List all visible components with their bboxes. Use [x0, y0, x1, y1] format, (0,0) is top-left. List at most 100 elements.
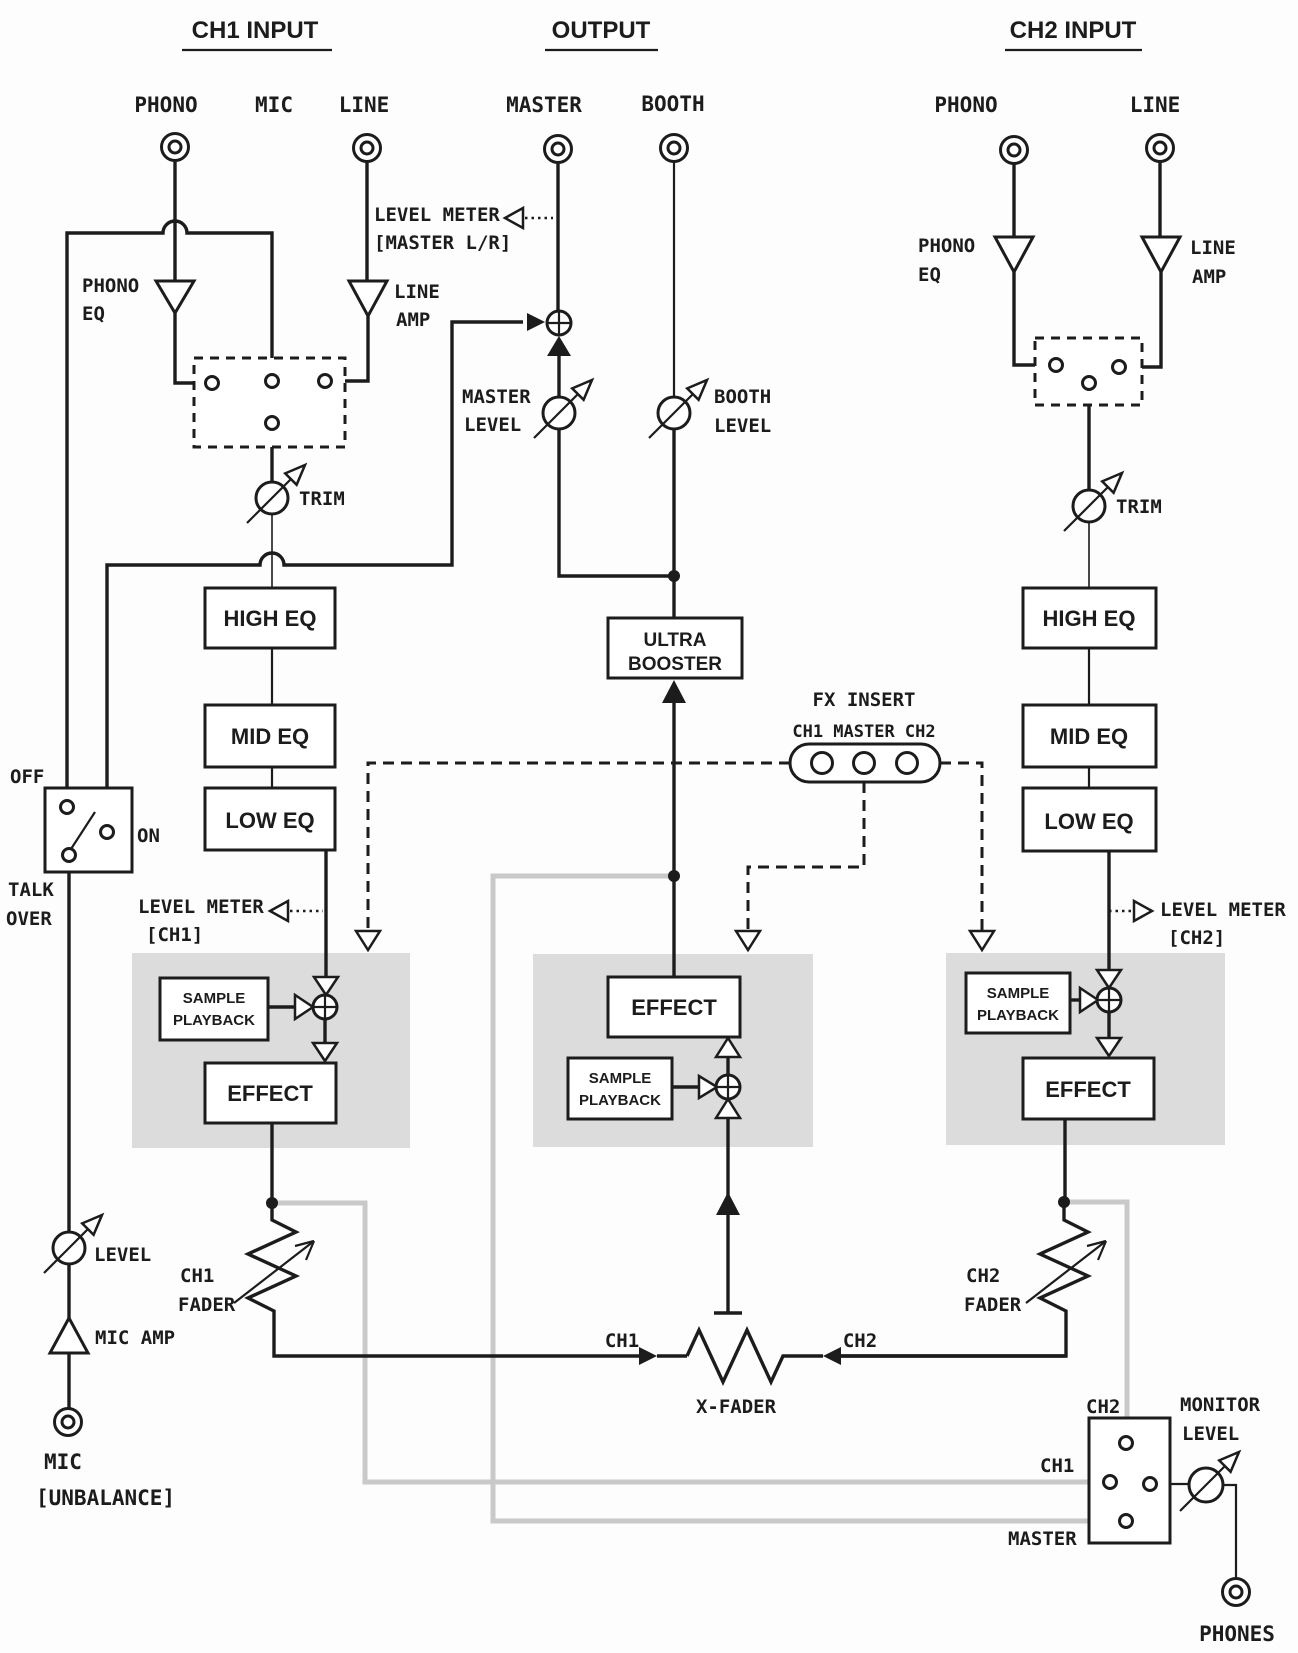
ch1-effect-text: EFFECT	[227, 1081, 313, 1106]
ch1-meter-arrowhead	[267, 898, 290, 924]
ch1-phono-eq-label-1: PHONO	[82, 275, 139, 297]
master-meter-label-1: LEVEL METER	[374, 204, 500, 226]
ch1-phono-eq-amp	[153, 279, 197, 316]
talkover-label-1: TALK	[8, 879, 54, 901]
ultra-booster-in-arrow	[662, 680, 686, 703]
signal-wires	[65, 48, 1238, 1578]
ch2-line-jack	[1145, 133, 1175, 163]
ch1-effect-in-arrow	[310, 1041, 340, 1064]
fx-master-wire	[746, 782, 866, 931]
fx-master-arrowhead	[733, 929, 763, 953]
ch1-monitor-wire	[272, 1200, 1102, 1485]
ch1-line-amp-label-1: LINE	[394, 281, 440, 303]
ch2-mid-eq-text: MID EQ	[1050, 724, 1128, 749]
amp-symbols	[47, 235, 1183, 1355]
xfader-ch2-label: CH2	[843, 1330, 877, 1352]
booth-jack-label: BOOTH	[641, 92, 704, 116]
junction-dots	[266, 570, 1070, 1209]
component-boxes	[158, 586, 1158, 1125]
ch1-sample-text-2: PLAYBACK	[173, 1012, 255, 1029]
mid-sample-arrow	[697, 1073, 720, 1101]
arrows	[267, 205, 1155, 1365]
master-jack	[543, 134, 573, 164]
master-meter-arrowhead	[502, 205, 525, 231]
xfader-ch1-label: CH1	[605, 1330, 639, 1352]
mic-amp-label: MIC AMP	[95, 1327, 175, 1349]
fx-insert-title: FX INSERT	[813, 689, 916, 711]
ch2-line-amp-label-1: LINE	[1190, 237, 1236, 259]
ch1-low-eq-box	[203, 786, 337, 852]
mid-effect-in-arrow	[713, 1035, 743, 1059]
master-sum-node	[545, 309, 573, 337]
mic-level-label: LEVEL	[94, 1244, 151, 1266]
ch2-sum-down-arrow	[1094, 968, 1124, 991]
monitor-master-label: MASTER	[1008, 1528, 1077, 1550]
ch1-mid-eq-text: MID EQ	[231, 724, 309, 749]
knobs	[43, 377, 1242, 1512]
fx-insert-channels: CH1 MASTER CH2	[792, 722, 935, 742]
ch1-sample-arrow	[293, 992, 316, 1022]
ch1-meter-label-1: LEVEL METER	[138, 896, 264, 918]
ch2-low-eq-box	[1021, 786, 1158, 853]
xfader-label: X-FADER	[696, 1396, 777, 1418]
ch1-mic-label: MIC	[255, 93, 293, 117]
ch2-monitor-wire	[1064, 1199, 1130, 1436]
ch1-sample-text-1: SAMPLE	[183, 990, 246, 1007]
ch2-effect-text: EFFECT	[1045, 1077, 1131, 1102]
fx-ch2-arrowhead	[967, 929, 997, 953]
ch1-line-label: LINE	[339, 93, 390, 117]
mid-effect-box	[606, 975, 742, 1039]
ch2-sample-text-2: PLAYBACK	[977, 1007, 1059, 1024]
ultra-booster-text-2: BOOSTER	[628, 654, 722, 675]
master-level-knob	[533, 377, 595, 439]
ch2-effect-box	[1021, 1056, 1156, 1121]
talkover-switch	[43, 786, 134, 874]
booth-level-label-2: LEVEL	[714, 415, 771, 437]
ch2-fader-label-2: FADER	[964, 1294, 1022, 1316]
ch2-high-eq-text: HIGH EQ	[1043, 606, 1136, 631]
mic-amp	[47, 1314, 91, 1355]
ch2-mid-eq-box	[1021, 703, 1158, 769]
ch2-phono-eq-label-2: EQ	[918, 264, 941, 286]
xfader-ch1-arrow	[639, 1347, 657, 1365]
master-sum-up-arrow	[547, 336, 571, 356]
master-level-label-2: LEVEL	[464, 414, 521, 436]
ch2-trim-label: TRIM	[1116, 496, 1162, 518]
ultra-booster-text-1: ULTRA	[644, 630, 707, 651]
mic-jack	[53, 1407, 83, 1437]
monitor-select-switch	[1087, 1416, 1172, 1545]
ch2-low-eq-text: LOW EQ	[1044, 809, 1133, 834]
master-sum-left-arrow	[527, 313, 545, 331]
phones-jack-label: PHONES	[1199, 1622, 1275, 1646]
ch1-phono-jack	[160, 132, 190, 162]
ch2-phono-jack	[999, 135, 1029, 165]
ch2-input-selector	[1033, 336, 1144, 407]
ch1-input-selector	[192, 356, 347, 449]
ch1-line-amp-label-2: AMP	[396, 309, 430, 331]
ch1-line-amp	[346, 279, 390, 320]
monitor-ch2-label: CH2	[1086, 1396, 1120, 1418]
ch1-input-title: CH1 INPUT	[192, 17, 319, 44]
master-jack-label: MASTER	[506, 93, 582, 117]
booth-jack	[659, 133, 689, 163]
jacks	[53, 132, 1251, 1607]
ch1-effect-box	[203, 1061, 338, 1125]
mic-unbalance-label: [UNBALANCE]	[36, 1486, 175, 1510]
ch1-low-eq-text: LOW EQ	[225, 808, 314, 833]
monitor-level-label-1: MONITOR	[1180, 1394, 1261, 1416]
ch1-trim-knob	[246, 462, 308, 524]
booth-level-label-1: BOOTH	[714, 386, 771, 408]
ch1-fader-label-2: FADER	[178, 1294, 236, 1316]
booth-level-knob	[648, 377, 710, 439]
ch2-trim-knob	[1063, 470, 1125, 532]
mic-level-knob	[43, 1212, 105, 1274]
mid-sample-text-1: SAMPLE	[589, 1070, 652, 1087]
mid-sum-node	[714, 1073, 742, 1101]
ch1-sample-playback-box	[158, 976, 270, 1042]
master-meter-label-2: [MASTER L/R]	[374, 232, 511, 254]
ch1-high-eq-text: HIGH EQ	[224, 606, 317, 631]
sum-nodes	[311, 309, 1123, 1101]
master-level-label-1: MASTER	[462, 386, 531, 408]
